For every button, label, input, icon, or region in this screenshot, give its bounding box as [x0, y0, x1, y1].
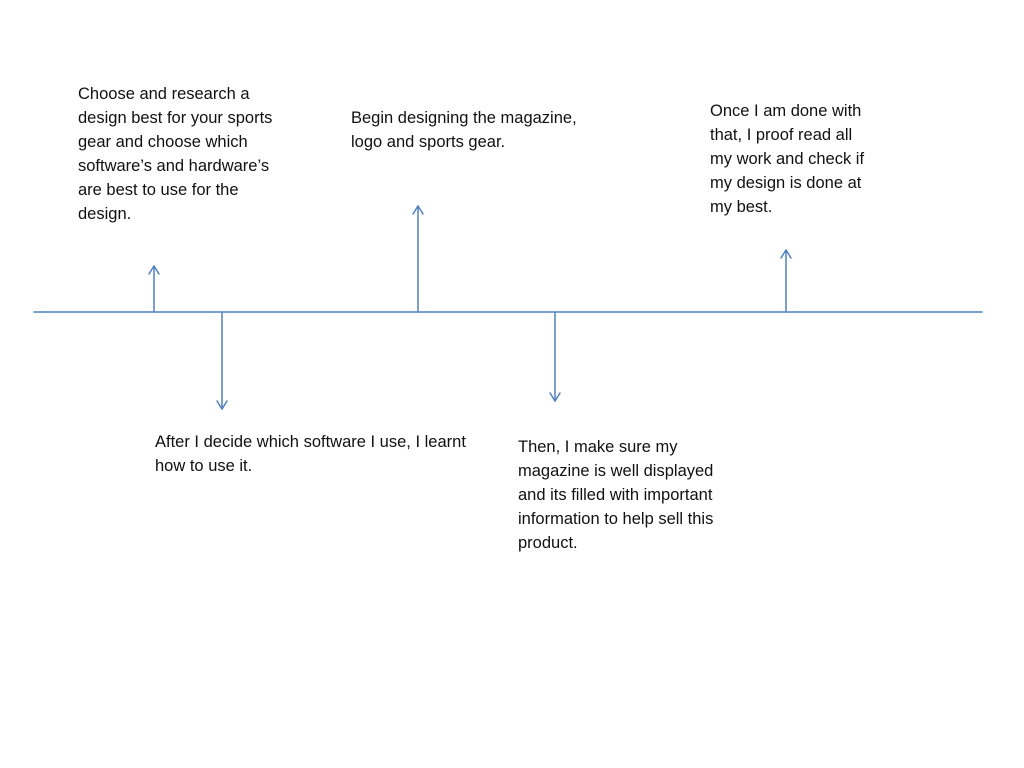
step-4-arrow: [549, 311, 561, 402]
step-1-text: Choose and research a design best for yo…: [78, 85, 273, 223]
step-2-arrow: [216, 311, 228, 410]
step-5-arrow: [780, 249, 792, 313]
step-2-text: After I decide which software I use, I l…: [155, 433, 466, 475]
step-1-arrow: [148, 265, 160, 313]
step-4-text: Then, I make sure my magazine is well di…: [518, 438, 714, 552]
step-3-text: Begin designing the magazine, logo and s…: [351, 109, 577, 151]
step-3-arrow: [412, 205, 424, 313]
step-5-text: Once I am done with that, I proof read a…: [710, 102, 865, 216]
